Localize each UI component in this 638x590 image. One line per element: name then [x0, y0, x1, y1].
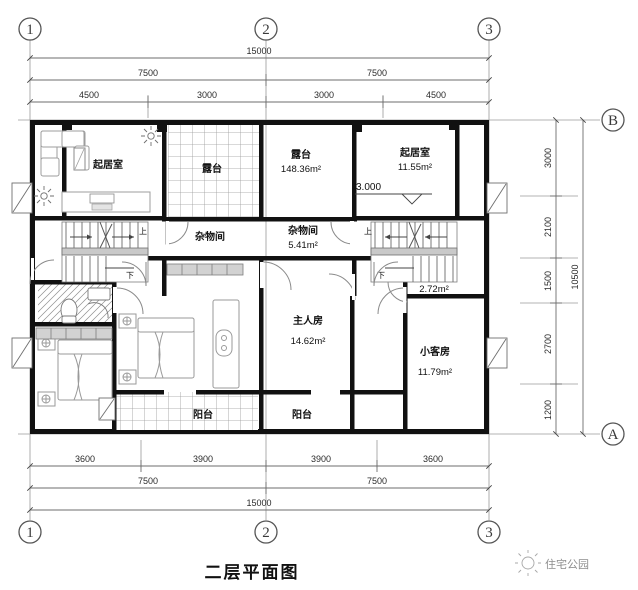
dimension-bottom-inner-1: 3600 [75, 454, 95, 464]
dimension-bottom-overall-label: 15000 [246, 498, 271, 508]
room-label-balcony-left: 阳台 [193, 408, 213, 421]
stair-landing-left [61, 247, 149, 256]
dimension-top-mid-1: 7500 [138, 68, 158, 78]
grid-bubble-top-3-label: 3 [485, 22, 493, 38]
stair-left-up-label: 上 [139, 227, 147, 236]
grid-bubble-bottom-3-label: 3 [485, 525, 493, 541]
stair-left [61, 221, 149, 283]
dimension-right-overall: 10500 [570, 116, 587, 438]
dimension-bottom-inner-4: 3600 [423, 454, 443, 464]
drawing-title: 二层平面图 [205, 563, 300, 583]
dimension-bottom-mid: 7500 7500 [26, 476, 493, 494]
grid-bubble-top-1-label: 1 [26, 22, 34, 38]
dimension-top-inner-4: 4500 [426, 90, 446, 100]
dimension-bottom-mid-1: 7500 [138, 476, 158, 486]
dimension-right-5: 1200 [543, 400, 553, 420]
grid-bubble-top-1: 1 [18, 17, 42, 41]
bed-middle [118, 313, 195, 385]
grid-bubble-top-3: 3 [477, 17, 501, 41]
room-label-master-bedroom: 主人房 [293, 314, 323, 327]
dimension-top-overall: 15000 [26, 46, 493, 62]
stair-right-up-label: 上 [364, 227, 372, 236]
dimension-bottom-inner-3: 3900 [311, 454, 331, 464]
room-label-storage-left: 杂物间 [195, 230, 225, 243]
stair-right [370, 221, 458, 283]
room-label-balcony-right: 阳台 [292, 408, 312, 421]
wall-stubs [62, 120, 459, 132]
room-label-living-left: 起居室 [92, 158, 123, 171]
dimension-right-1: 3000 [543, 148, 553, 168]
grid-bubble-top-2-label: 2 [262, 22, 270, 38]
grid-bubble-right-b-label: B [608, 113, 618, 129]
wardrobe-lower-left [35, 327, 113, 340]
stair-landing-right [370, 247, 458, 256]
wardrobe-middle [166, 263, 244, 276]
closet-middle [212, 299, 240, 389]
dimension-top-mid-2: 7500 [367, 68, 387, 78]
watermark: 住宅公园 [515, 550, 589, 576]
room-label-terrace-right: 露台 [291, 148, 311, 161]
room-label-guest-bedroom: 小客房 [419, 345, 450, 358]
dimension-top-inner-2: 3000 [197, 90, 217, 100]
watermark-logo-icon [515, 550, 541, 576]
dimension-top-inner-1: 4500 [79, 90, 99, 100]
dimension-right-overall-label: 10500 [570, 264, 580, 289]
grid-bubble-bottom-3: 3 [477, 520, 501, 544]
room-area-closet-right: 2.72m² [419, 284, 449, 295]
watermark-label: 住宅公园 [545, 557, 589, 571]
room-area-master-bedroom: 14.62m² [291, 336, 326, 347]
dimension-bottom-inner: 3600 3900 3900 3600 [26, 454, 493, 472]
dimension-top-inner-3: 3000 [314, 90, 334, 100]
terrace-left-tile-hatch [168, 125, 260, 217]
grid-bubble-bottom-2-label: 2 [262, 525, 270, 541]
elevation-marker-label: 3.000 [356, 182, 381, 193]
room-label-terrace-left: 露台 [202, 162, 222, 175]
balcony-left-tile-hatch [112, 392, 258, 430]
grid-bubble-bottom-2: 2 [254, 520, 278, 544]
window-symbols [11, 182, 508, 421]
dimension-top-inner: 4500 3000 3000 4500 [26, 90, 493, 108]
grid-bubble-bottom-1-label: 1 [26, 525, 34, 541]
door-openings [31, 221, 407, 313]
dimension-bottom-inner-2: 3900 [193, 454, 213, 464]
bathroom-fixtures-left [60, 287, 111, 324]
grid-bubble-bottom-1: 1 [18, 520, 42, 544]
tv-cabinet-left [61, 191, 151, 213]
dimension-top-overall-label: 15000 [246, 46, 271, 56]
table-diag-left [74, 148, 85, 170]
elevation-marker: 3.000 [355, 182, 432, 205]
plant-icon-left-a [141, 126, 161, 146]
dimension-bottom-overall: 15000 [26, 498, 493, 514]
sofa-set-left [40, 130, 90, 177]
stair-right-down-label: 下 [377, 271, 385, 280]
stair-left-down-label: 下 [126, 271, 134, 280]
room-label-storage-right: 杂物间 [288, 224, 318, 237]
dimension-right-4: 2700 [543, 334, 553, 354]
dimension-bottom-mid-2: 7500 [367, 476, 387, 486]
dimension-top-mid: 7500 7500 [26, 68, 493, 86]
grid-bubble-right-a: A [601, 422, 625, 446]
room-area-guest-bedroom: 11.79m² [418, 367, 452, 378]
grid-bubble-right-b: B [601, 108, 625, 132]
room-area-living-right: 11.55m² [398, 162, 432, 173]
grid-bubble-right-a-label: A [608, 427, 619, 443]
room-label-living-right: 起居室 [399, 146, 430, 159]
room-area-terrace-right: 148.36m² [281, 164, 321, 175]
dimension-right-chain: 3000 2100 1500 2700 1200 [543, 116, 562, 438]
dimension-right-3: 1500 [543, 271, 553, 291]
grid-bubble-top-2: 2 [254, 17, 278, 41]
bed-lower-left [37, 335, 113, 407]
room-area-storage-right: 5.41m² [288, 240, 318, 251]
dimension-right-2: 2100 [543, 217, 553, 237]
plant-icon-left-b [34, 186, 54, 206]
